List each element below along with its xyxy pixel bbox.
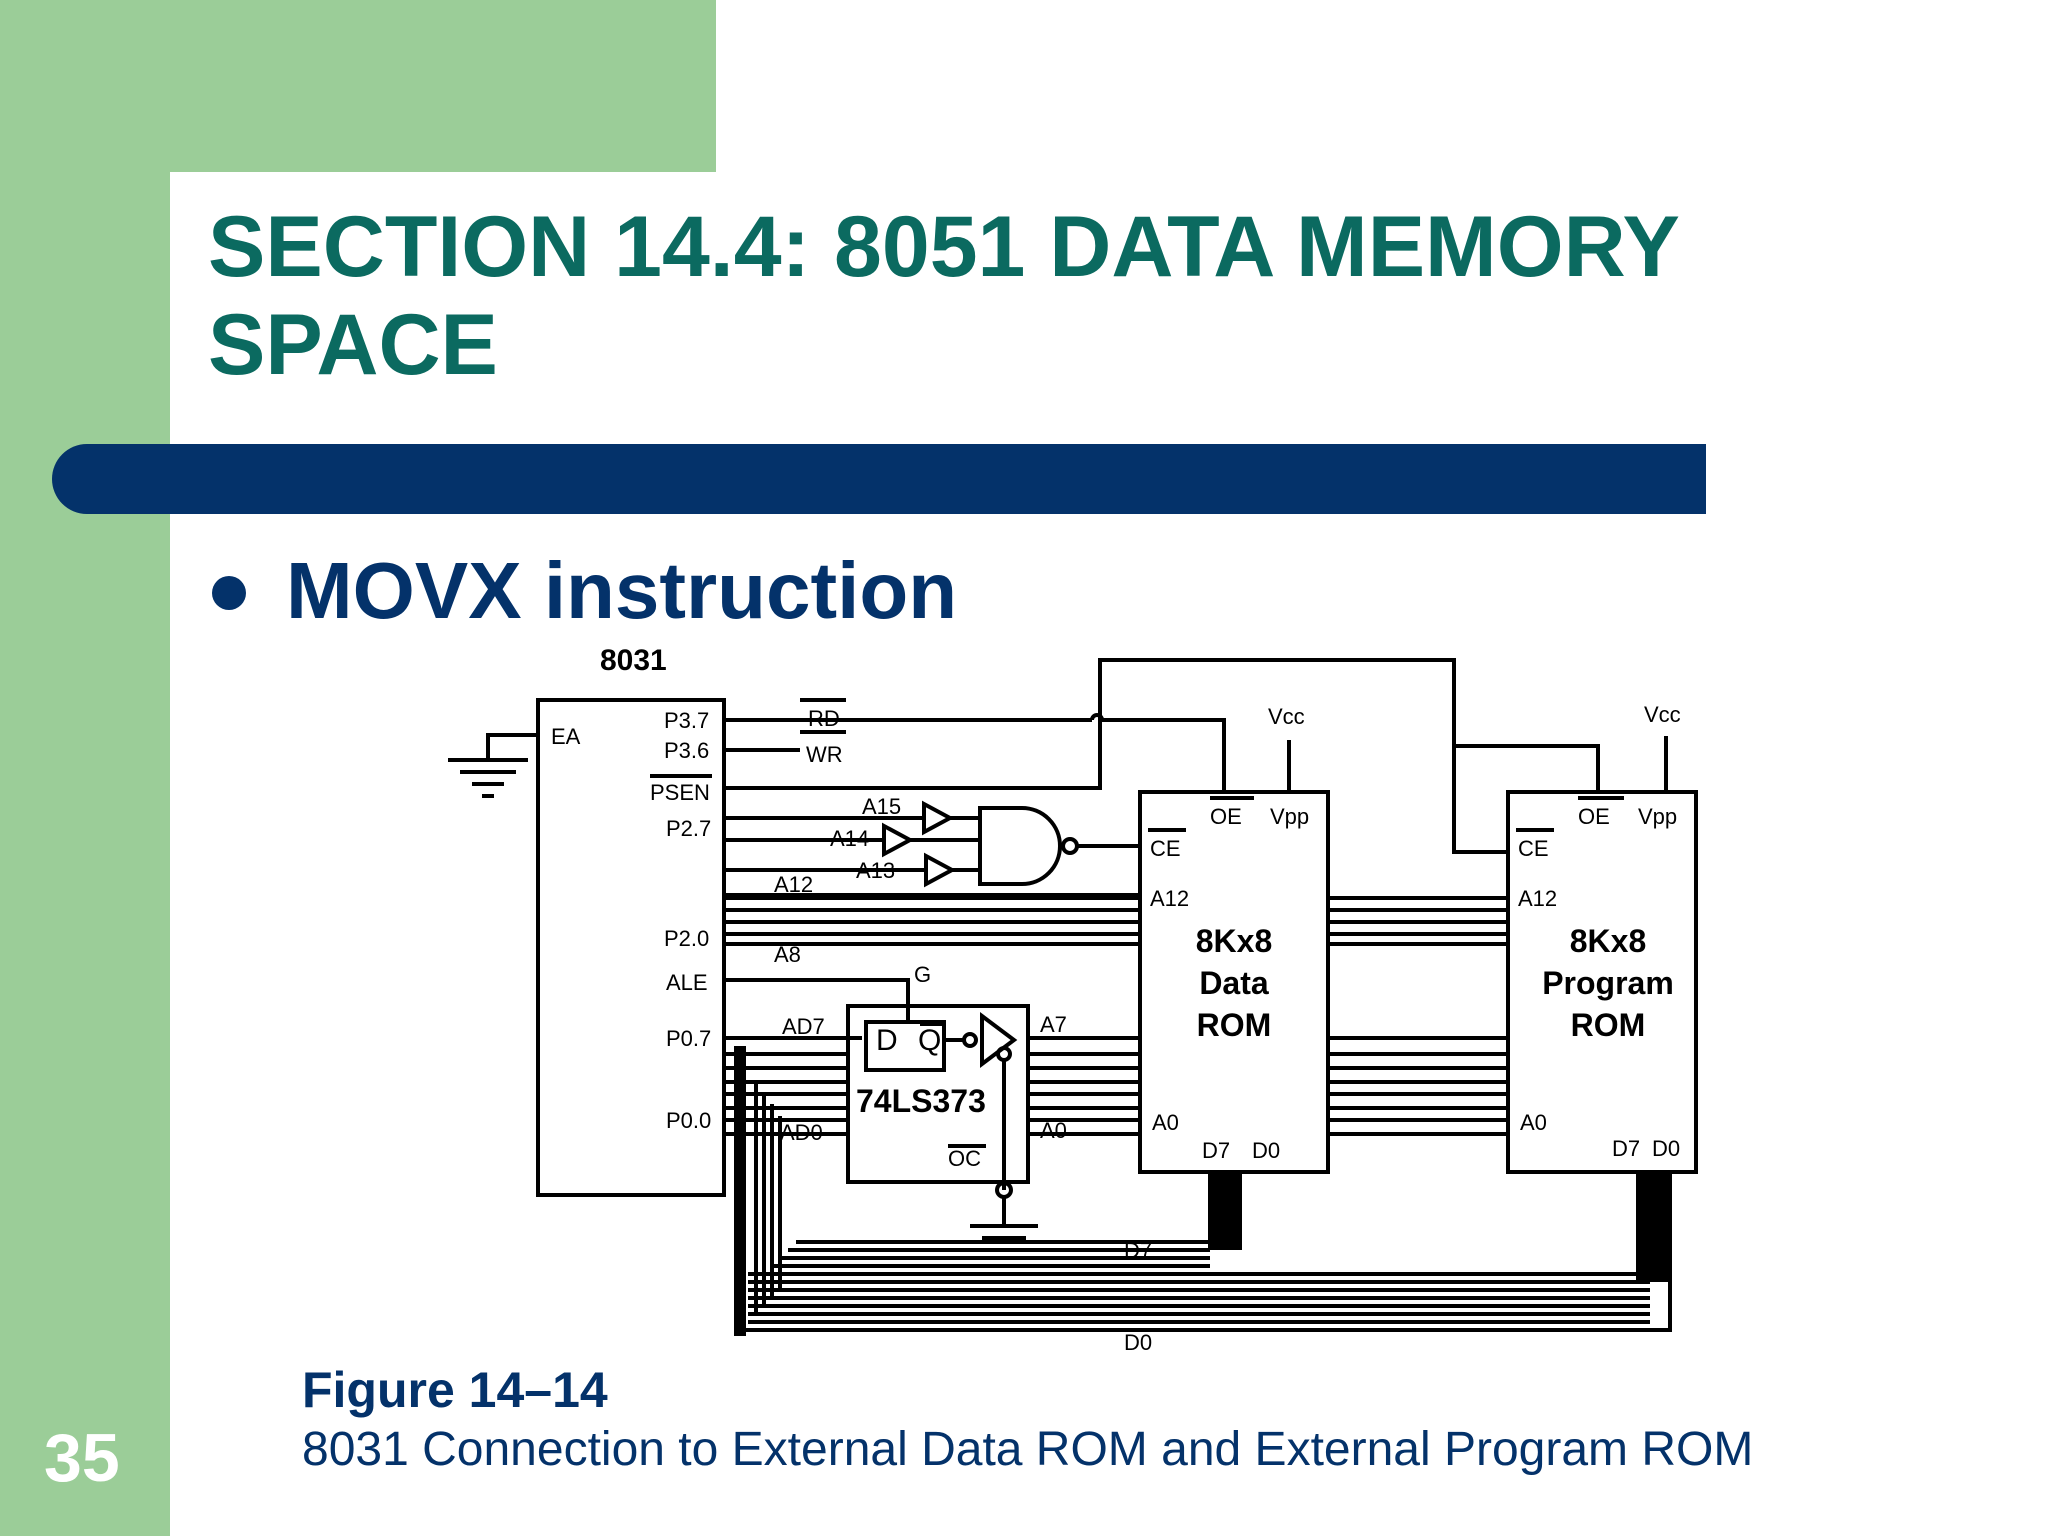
data-rom-line3: ROM bbox=[1197, 1007, 1272, 1043]
pin-p2-7: P2.7 bbox=[666, 816, 711, 841]
signal-a12: A12 bbox=[774, 872, 813, 897]
figure-caption-title: Figure 14–14 bbox=[302, 1362, 608, 1418]
slide-number: 35 bbox=[44, 1420, 120, 1496]
latch-oc: OC bbox=[948, 1146, 981, 1171]
bullet-text: MOVX instruction bbox=[286, 546, 958, 635]
signal-wr: WR bbox=[806, 742, 843, 767]
rd-wire bbox=[724, 718, 1226, 792]
left-accent-band bbox=[0, 0, 170, 1536]
inverter-a15-icon bbox=[922, 800, 980, 836]
cpu-8031-box bbox=[536, 698, 726, 1197]
signal-d7: D7 bbox=[1124, 1238, 1152, 1263]
data-rom-line2: Data bbox=[1199, 965, 1269, 1001]
program-rom-oe: OE bbox=[1578, 804, 1610, 829]
pin-ale: ALE bbox=[666, 970, 708, 995]
signal-a15: A15 bbox=[862, 794, 901, 819]
data-rom-oe: OE bbox=[1210, 804, 1242, 829]
psen-wire bbox=[724, 658, 1508, 854]
signal-a0: A0 bbox=[1040, 1118, 1067, 1143]
data-rom-a0: A0 bbox=[1152, 1110, 1179, 1135]
ea-ground-icon bbox=[448, 758, 528, 798]
program-rom-a0: A0 bbox=[1520, 1110, 1547, 1135]
d-flipflop-box bbox=[864, 1020, 946, 1072]
pin-p0-7: P0.7 bbox=[666, 1026, 711, 1051]
latch-out-bus-2 bbox=[1328, 1036, 1508, 1136]
vpp-oe-data-wire bbox=[1454, 744, 1600, 792]
program-rom-d7: D7 bbox=[1612, 1136, 1640, 1161]
data-rom-a12: A12 bbox=[1150, 886, 1189, 911]
program-rom-ce: CE bbox=[1518, 836, 1549, 861]
pin-p2-0: P2.0 bbox=[664, 926, 709, 951]
signal-ad7: AD7 bbox=[782, 1014, 825, 1039]
vcc-data-label: Vcc bbox=[1268, 704, 1305, 729]
data-rom-ce: CE bbox=[1150, 836, 1181, 861]
signal-a7: A7 bbox=[1040, 1012, 1067, 1037]
signal-a8: A8 bbox=[774, 942, 801, 967]
bullet-icon bbox=[212, 576, 246, 610]
ea-wire bbox=[486, 733, 538, 760]
pin-ea: EA bbox=[551, 724, 581, 749]
program-rom-d0: D0 bbox=[1652, 1136, 1680, 1161]
nand-gate-icon bbox=[978, 806, 1062, 886]
inverter-a13-icon bbox=[924, 852, 980, 888]
data-bus-ext bbox=[748, 1272, 1650, 1324]
pin-p3-6: P3.6 bbox=[664, 738, 709, 763]
data-rom-line1: 8Kx8 bbox=[1196, 923, 1273, 959]
program-rom-line2: Program bbox=[1542, 965, 1674, 1001]
signal-ad0: AD0 bbox=[780, 1120, 823, 1145]
content-panel bbox=[170, 172, 2048, 1536]
ad-bus bbox=[724, 1036, 862, 1136]
pin-p3-7: P3.7 bbox=[664, 708, 709, 733]
inverter-a14-icon bbox=[882, 822, 980, 858]
latch-ground-icon bbox=[970, 1197, 1038, 1252]
pin-p0-0: P0.0 bbox=[666, 1108, 711, 1133]
latch-name: 74LS373 bbox=[856, 1083, 986, 1119]
signal-a14: A14 bbox=[830, 826, 869, 851]
vcc-program-label: Vcc bbox=[1644, 702, 1681, 727]
pin-psen: PSEN bbox=[650, 780, 710, 805]
program-rom-box bbox=[1506, 790, 1698, 1174]
program-rom-line3: ROM bbox=[1571, 1007, 1646, 1043]
address-bus-high bbox=[724, 896, 1140, 946]
program-rom-line1: 8Kx8 bbox=[1570, 923, 1647, 959]
signal-g: G bbox=[914, 962, 931, 987]
top-accent-band bbox=[0, 0, 716, 172]
cpu-name: 8031 bbox=[600, 644, 667, 677]
signal-d0: D0 bbox=[1124, 1330, 1152, 1355]
signal-a13: A13 bbox=[856, 858, 895, 883]
data-rom-vpp: Vpp bbox=[1270, 804, 1309, 829]
data-rom-d7: D7 bbox=[1202, 1138, 1230, 1163]
latch-d: D bbox=[876, 1024, 898, 1057]
data-rom-d0: D0 bbox=[1252, 1138, 1280, 1163]
ale-wire bbox=[724, 978, 910, 1020]
latch-q: Q bbox=[918, 1024, 941, 1057]
slide-title: SECTION 14.4: 8051 DATA MEMORY SPACE bbox=[208, 199, 1679, 393]
figure-caption-text: 8031 Connection to External Data ROM and… bbox=[302, 1423, 1754, 1476]
title-divider-bar bbox=[52, 444, 1706, 514]
program-rom-a12: A12 bbox=[1518, 886, 1557, 911]
address-bus-high-2 bbox=[1328, 896, 1508, 946]
program-rom-vpp: Vpp bbox=[1638, 804, 1677, 829]
signal-rd: RD bbox=[808, 706, 840, 731]
latch-out-bus bbox=[1028, 1036, 1140, 1136]
